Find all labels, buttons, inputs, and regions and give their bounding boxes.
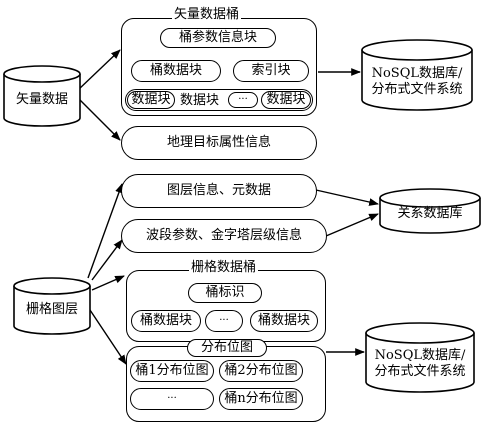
- arrow-vector-to-bucket: [77, 49, 121, 91]
- raster-block-left: 桶数据块: [131, 310, 201, 332]
- arrow-raster-to-bucket: [91, 275, 125, 291]
- bucket1-map: 桶1分布位图: [130, 360, 214, 382]
- bucket-param-block: 桶参数信息块: [160, 28, 276, 48]
- data-block-ellipsis: ···: [228, 92, 258, 108]
- data-block-2: 数据块: [180, 93, 220, 108]
- bucket2-map: 桶2分布位图: [219, 360, 303, 382]
- index-block: 索引块: [233, 60, 309, 82]
- band-pyramid-info: 波段参数、金字塔层级信息: [121, 219, 327, 253]
- arrow-band-to-rdb: [325, 213, 379, 237]
- raster-block-right: 桶数据块: [250, 310, 318, 332]
- data-block-1: 数据块: [127, 91, 175, 109]
- vector-data-cylinder: [3, 65, 81, 127]
- raster-block-ellipsis: ···: [205, 310, 243, 332]
- nosql-bottom-cylinder: [365, 322, 475, 393]
- layer-info-metadata: 图层信息、元数据: [121, 174, 317, 208]
- map-ellipsis: ···: [130, 388, 214, 410]
- arrow-layer-info-to-rdb: [315, 189, 379, 206]
- arrow-raster-to-band: [91, 239, 123, 281]
- raster-layer-cylinder: [13, 277, 91, 335]
- vector-bucket-title: 矢量数据桶: [172, 7, 242, 22]
- nosql-bottom-line2: 分布式文件系统: [374, 364, 466, 379]
- bucket-id: 桶标识: [188, 283, 262, 303]
- distribution-map-title: 分布位图: [187, 339, 267, 357]
- geo-attribute-info: 地理目标属性信息: [121, 126, 317, 160]
- distribution-map-container: [126, 346, 326, 422]
- vector-data-label: 矢量数据: [15, 92, 68, 107]
- arrow-vector-to-attributes: [77, 97, 121, 141]
- nosql-top-line2: 分布式文件系统: [371, 82, 463, 97]
- bucketn-map: 桶n分布位图: [219, 388, 303, 410]
- relational-db-cylinder: [379, 188, 481, 234]
- raster-bucket-title: 栅格数据桶: [189, 260, 259, 275]
- nosql-top-line1: NoSQL数据库/: [371, 66, 463, 81]
- nosql-bottom-line1: NoSQL数据库/: [374, 348, 466, 363]
- vector-bucket-data-block: 桶数据块: [131, 60, 221, 82]
- relational-db-label: 关系数据库: [397, 206, 463, 221]
- data-block-3: 数据块: [261, 91, 311, 109]
- arrow-raster-to-distribution: [89, 309, 127, 365]
- nosql-top-cylinder: [361, 39, 473, 111]
- arrow-raster-to-layer-info: [87, 183, 123, 279]
- raster-layer-label: 栅格图层: [25, 302, 78, 317]
